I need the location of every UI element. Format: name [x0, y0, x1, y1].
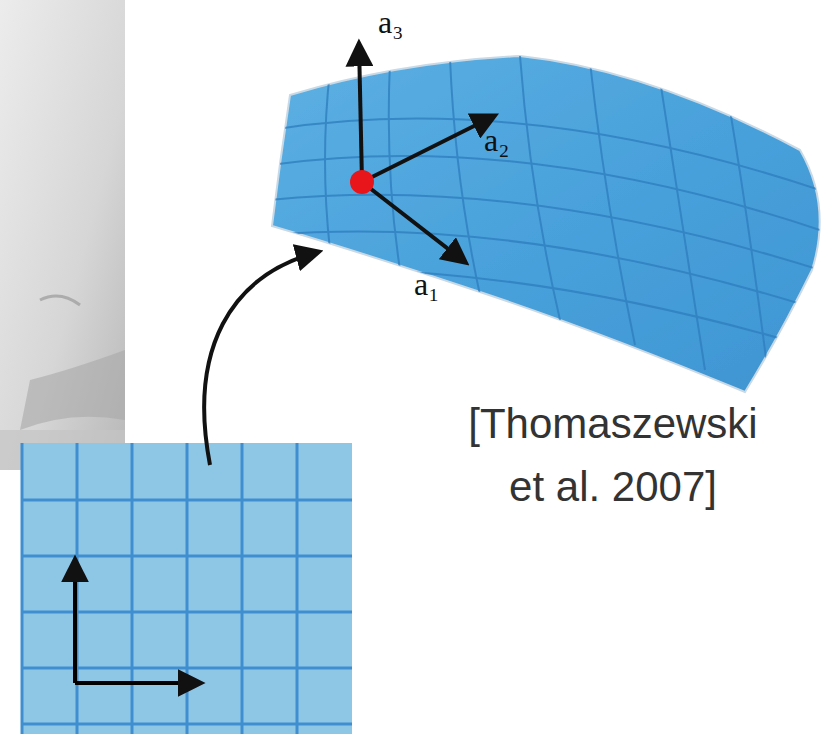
axis-label: a₁: [414, 268, 439, 300]
axis-label: a₂: [484, 124, 509, 156]
citation: [Thomaszewski et al. 2007]: [448, 392, 778, 518]
parameter-grid: [22, 443, 352, 734]
mapping-arrow: [204, 252, 318, 465]
curved-surface: [270, 56, 820, 392]
cloth-photo: [0, 0, 125, 470]
local-frame: [350, 44, 494, 262]
axis-label: a₃: [378, 6, 403, 38]
